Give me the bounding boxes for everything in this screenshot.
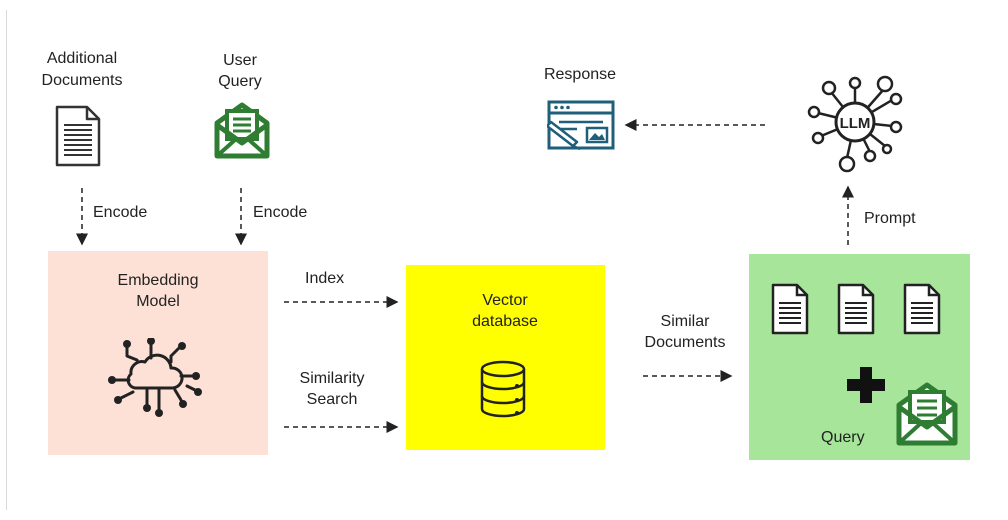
index-label: Index <box>305 270 345 287</box>
embedding-model-box <box>48 251 268 455</box>
user-query-label-line2: Query <box>218 73 262 90</box>
response-label: Response <box>543 66 617 83</box>
database-icon <box>480 360 526 418</box>
user-query-label-line1: User <box>223 52 257 69</box>
envelope-icon <box>214 102 270 159</box>
frame-edge <box>6 10 7 510</box>
encode-query-label: Encode <box>253 204 308 221</box>
similarity-search-label-line2: Search <box>306 391 358 408</box>
encode-docs-label: Encode <box>93 204 148 221</box>
document-icon <box>837 283 875 335</box>
document-icon <box>903 283 941 335</box>
similar-documents-label-line1: Similar <box>660 313 710 330</box>
cloud-network-icon <box>108 338 202 417</box>
llm-network-icon: LLM <box>807 75 903 173</box>
document-icon <box>55 105 101 167</box>
document-icon <box>771 283 809 335</box>
embedding-model-title-line2: Model <box>136 293 180 310</box>
vector-database-title-line2: database <box>472 313 538 330</box>
envelope-icon <box>896 382 958 446</box>
prompt-label: Prompt <box>864 210 916 227</box>
query-label: Query <box>821 429 865 446</box>
embedding-model-title-line1: Embedding <box>117 272 199 289</box>
plus-icon <box>847 367 885 403</box>
vector-database-title-line1: Vector <box>482 292 528 309</box>
similarity-search-label-line1: Similarity <box>299 370 365 387</box>
vector-database-box <box>406 265 605 450</box>
browser-window-icon <box>547 100 615 150</box>
similar-documents-label-line2: Documents <box>644 334 726 351</box>
additional-documents-label: Additional Documents <box>41 50 123 89</box>
llm-label: LLM <box>840 115 871 132</box>
